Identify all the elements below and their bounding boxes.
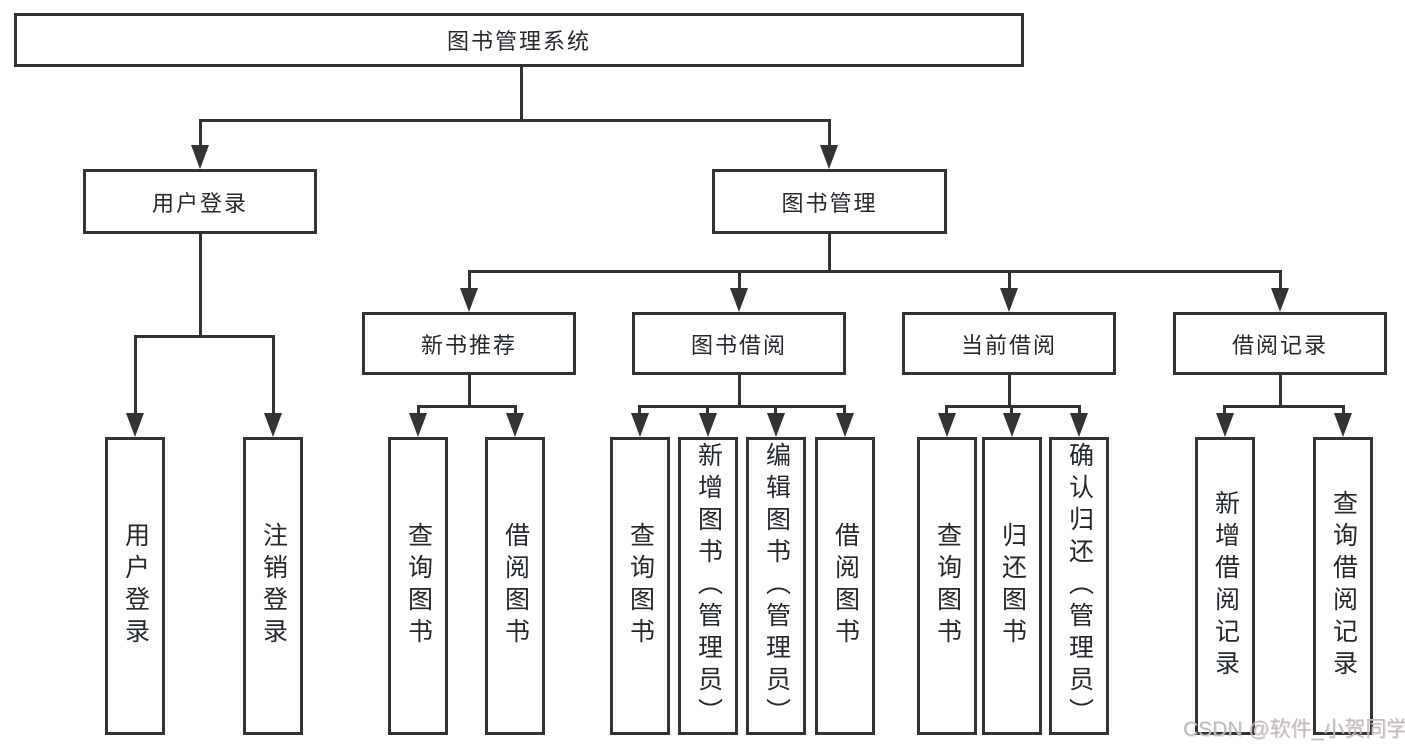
arrowhead-down: [1334, 413, 1352, 437]
connector-line: [1223, 405, 1226, 415]
leaf-logout-label: 注销登录: [259, 522, 288, 650]
leaf-record-query: 查询借阅记录: [1313, 437, 1373, 735]
connector-line: [468, 270, 471, 292]
node-book-borrow-label: 图书借阅: [690, 332, 787, 358]
leaf-borrow-query: 查询图书: [610, 437, 670, 735]
leaf-borrow-book-label: 借阅图书: [831, 522, 860, 650]
arrowhead-down: [409, 413, 427, 437]
connector-line: [199, 119, 202, 147]
node-current-borrow-label: 当前借阅: [960, 332, 1057, 358]
connector-line: [520, 67, 523, 120]
connector-line: [134, 335, 137, 415]
node-book-management: 图书管理: [712, 169, 947, 234]
node-borrow-records-label: 借阅记录: [1231, 332, 1328, 358]
arrowhead-down: [767, 413, 785, 437]
leaf-current-confirm-admin: 确认归还（管理员）: [1049, 437, 1109, 735]
arrowhead-down: [1000, 288, 1018, 312]
connector-line: [638, 405, 846, 408]
arrowhead-down: [730, 288, 748, 312]
leaf-current-query-label: 查询图书: [933, 522, 962, 650]
node-root: 图书管理系统: [14, 13, 1024, 67]
node-book-management-label: 图书管理: [781, 190, 878, 216]
arrowhead-down: [1271, 288, 1289, 312]
connector-line: [417, 405, 420, 415]
leaf-newbook-borrow-label: 借阅图书: [501, 522, 530, 650]
leaf-user-login: 用户登录: [105, 437, 165, 735]
connector-line: [514, 405, 517, 415]
leaf-borrow-book: 借阅图书: [815, 437, 875, 735]
connector-line: [199, 234, 202, 337]
connector-line: [1279, 270, 1282, 292]
leaf-record-add-label: 新增借阅记录: [1211, 490, 1240, 682]
connector-line: [828, 234, 831, 272]
connector-line: [1008, 375, 1011, 407]
arrowhead-down: [1070, 413, 1088, 437]
connector-line: [1342, 405, 1345, 415]
arrowhead-down: [836, 413, 854, 437]
connector-line: [468, 270, 1282, 273]
arrowhead-down: [506, 413, 524, 437]
leaf-newbook-query-label: 查询图书: [404, 522, 433, 650]
connector-line: [417, 405, 517, 408]
arrowhead-down: [1003, 413, 1021, 437]
leaf-current-return: 归还图书: [982, 437, 1042, 735]
node-user-login: 用户登录: [83, 169, 317, 234]
arrowhead-down: [820, 145, 838, 169]
leaf-borrow-add-admin-label: 新增图书（管理员）: [694, 442, 723, 730]
connector-line: [828, 119, 831, 147]
node-book-borrow: 图书借阅: [632, 312, 846, 375]
leaf-current-query: 查询图书: [917, 437, 977, 735]
connector-line: [638, 405, 641, 415]
leaf-borrow-edit-admin: 编辑图书（管理员）: [746, 437, 806, 735]
connector-line: [843, 405, 846, 415]
arrowhead-down: [460, 288, 478, 312]
leaf-logout: 注销登录: [243, 437, 303, 735]
leaf-newbook-query: 查询图书: [388, 437, 448, 735]
arrowhead-down: [938, 413, 956, 437]
connector-line: [1078, 405, 1081, 415]
connector-line: [1010, 405, 1013, 415]
leaf-current-confirm-admin-label: 确认归还（管理员）: [1065, 442, 1094, 730]
connector-line: [134, 335, 275, 338]
leaf-newbook-borrow: 借阅图书: [485, 437, 545, 735]
node-root-label: 图书管理系统: [446, 29, 591, 54]
arrowhead-down: [1216, 413, 1234, 437]
node-borrow-records: 借阅记录: [1173, 312, 1387, 375]
connector-line: [272, 335, 275, 415]
connector-line: [1223, 405, 1344, 408]
csdn-watermark: CSDN @软件_小贺同学: [1183, 718, 1405, 741]
node-new-book-recommend-label: 新书推荐: [420, 332, 517, 358]
arrowhead-down: [699, 413, 717, 437]
node-current-borrow: 当前借阅: [902, 312, 1116, 375]
connector-line: [738, 270, 741, 292]
connector-line: [1008, 270, 1011, 292]
connector-line: [774, 405, 777, 415]
leaf-record-query-label: 查询借阅记录: [1329, 490, 1358, 682]
leaf-record-add: 新增借阅记录: [1195, 437, 1255, 735]
connector-line: [1279, 375, 1282, 407]
connector-line: [945, 405, 948, 415]
connector-line: [706, 405, 709, 415]
leaf-borrow-edit-admin-label: 编辑图书（管理员）: [762, 442, 791, 730]
leaf-current-return-label: 归还图书: [998, 522, 1027, 650]
connector-line: [738, 375, 741, 407]
arrowhead-down: [631, 413, 649, 437]
leaf-user-login-label: 用户登录: [121, 522, 150, 650]
connector-line: [199, 119, 831, 122]
leaf-borrow-query-label: 查询图书: [626, 522, 655, 650]
arrowhead-down: [126, 413, 144, 437]
node-user-login-label: 用户登录: [151, 190, 248, 216]
arrowhead-down: [264, 413, 282, 437]
leaf-borrow-add-admin: 新增图书（管理员）: [678, 437, 738, 735]
connector-line: [468, 375, 471, 407]
node-new-book-recommend: 新书推荐: [362, 312, 576, 375]
arrowhead-down: [191, 145, 209, 169]
